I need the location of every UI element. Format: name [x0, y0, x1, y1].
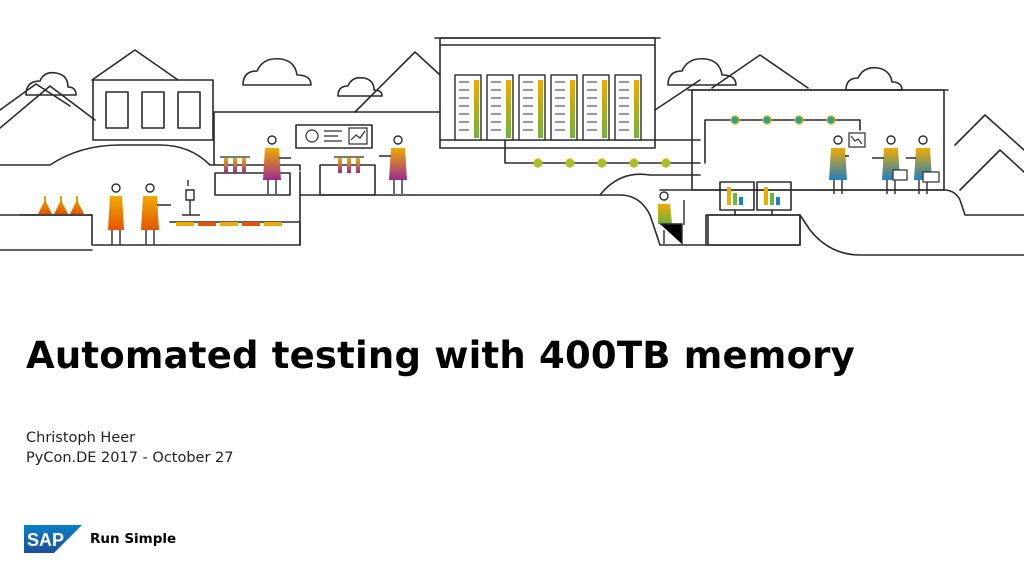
person-5-seated — [658, 191, 685, 244]
cloud-5 — [845, 66, 903, 91]
chart-board — [305, 127, 866, 148]
person-6 — [829, 135, 849, 194]
sap-logo-text: SAP — [27, 530, 64, 550]
cloud-1 — [25, 71, 77, 96]
cloud-4 — [667, 57, 737, 86]
brand-footer: SAP Run Simple — [24, 524, 176, 554]
mountain-right — [711, 54, 809, 89]
mountain-left — [0, 83, 71, 111]
sap-logo-icon: SAP — [24, 525, 82, 553]
person-3 — [263, 135, 291, 194]
person-4 — [379, 135, 407, 194]
building-left — [92, 79, 214, 141]
person-2 — [141, 183, 171, 245]
microscope — [182, 180, 200, 216]
server-racks — [454, 74, 642, 141]
lab-table-center — [214, 172, 291, 196]
event-info: PyCon.DE 2017 - October 27 — [26, 450, 234, 466]
test-tubes — [220, 156, 364, 173]
mountain-center — [354, 51, 441, 113]
person-7 — [872, 135, 908, 194]
header-illustration — [0, 37, 1024, 256]
slide-title: Automated testing with 400TB memory — [26, 334, 855, 377]
cloud-2 — [242, 57, 312, 86]
ground-line — [0, 111, 441, 166]
lab-flasks — [38, 196, 84, 214]
pipe-dots — [533, 158, 671, 168]
desk-computers — [707, 214, 801, 246]
person-1 — [108, 183, 124, 245]
person-8 — [906, 135, 940, 194]
mountain-far-right — [954, 114, 1024, 151]
conveyor-items — [176, 222, 282, 226]
mountain-center-left — [91, 49, 179, 81]
brand-tagline: Run Simple — [90, 531, 177, 547]
people — [108, 135, 940, 245]
cloud-3 — [337, 76, 383, 97]
author-name: Christoph Heer — [26, 430, 136, 446]
monitor-bars — [727, 187, 780, 205]
